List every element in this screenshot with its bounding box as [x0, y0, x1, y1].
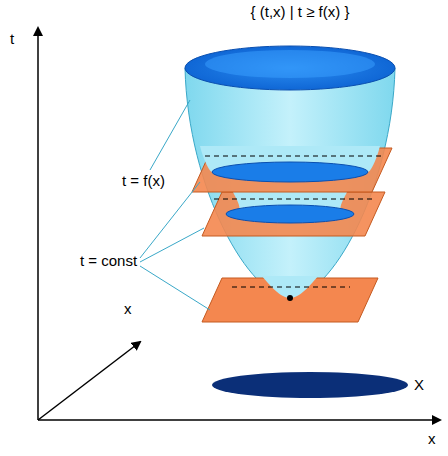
leader-line — [150, 100, 190, 170]
leader-line — [140, 266, 210, 310]
level-ellipse — [226, 205, 354, 223]
x-depth-axis — [38, 342, 140, 420]
lid-highlight — [205, 50, 375, 78]
x-axis — [38, 419, 440, 421]
domain-ellipse — [212, 372, 408, 398]
t-axis — [37, 28, 39, 420]
epigraph-top — [185, 46, 395, 90]
dashed-line — [232, 287, 350, 288]
leader-line — [140, 228, 204, 262]
axis-label: x — [428, 430, 436, 448]
paraboloid-surface — [185, 68, 395, 298]
dashed-line — [205, 156, 385, 157]
axis-label: t — [10, 30, 14, 48]
set-label: X — [414, 376, 424, 394]
level-ellipse — [212, 162, 368, 182]
vertex-dot — [287, 295, 293, 301]
dashed-line — [214, 199, 375, 200]
plane-label: t = const — [78, 252, 139, 270]
axis-label: x — [124, 300, 132, 318]
surface-label: t = f(x) — [120, 172, 167, 190]
set-label: { (t,x) | t ≥ f(x) } — [251, 3, 350, 21]
